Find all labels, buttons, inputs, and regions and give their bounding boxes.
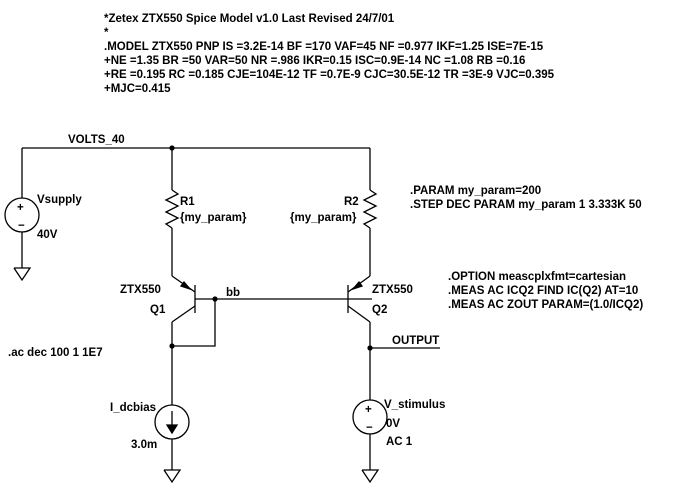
transistor-q2[interactable]: ZTX550 Q2 — [347, 275, 413, 400]
transistor-q1[interactable]: ZTX550 Q1 bb — [120, 275, 372, 349]
vsupply-value: 40V — [37, 229, 58, 241]
model-comment-blank: * — [104, 27, 109, 39]
ground-icon — [163, 469, 182, 484]
net-label-output: OUTPUT — [392, 335, 439, 347]
plus-sign-icon: + — [17, 202, 24, 214]
vstimulus-name: V_stimulus — [384, 399, 445, 411]
minus-sign-icon: − — [366, 422, 373, 434]
idcbias-name: I_dcbias — [110, 402, 156, 414]
minus-sign-icon: − — [18, 220, 25, 232]
vstimulus-value: 0V — [386, 418, 400, 430]
ground-icon — [13, 267, 32, 282]
model-comment-title: *Zetex ZTX550 Spice Model v1.0 Last Revi… — [104, 13, 395, 25]
net-label-volts40: VOLTS_40 — [68, 134, 125, 146]
q2-model: ZTX550 — [372, 284, 413, 296]
r1-name: R1 — [180, 196, 195, 208]
current-source-idcbias[interactable]: I_dcbias 3.0m — [110, 346, 190, 470]
vstimulus-ac: AC 1 — [386, 436, 413, 448]
idcbias-value: 3.0m — [131, 439, 157, 451]
q2-name: Q2 — [372, 304, 387, 316]
net-label-bb: bb — [226, 287, 240, 299]
resistor-r1[interactable]: R1 {my_param} — [164, 148, 247, 276]
model-line-2: +NE =1.35 BR =50 VAR=50 NR =.986 IKR=0.1… — [104, 55, 525, 67]
vstimulus-source[interactable]: + − V_stimulus 0V AC 1 — [352, 399, 445, 470]
directive-param: .PARAM my_param=200 — [410, 185, 541, 197]
directive-meas-zout: .MEAS AC ZOUT PARAM=(1.0/ICQ2) — [448, 299, 643, 311]
model-line-1: .MODEL ZTX550 PNP IS =3.2E-14 BF =170 VA… — [104, 41, 544, 53]
resistor-r2[interactable]: R2 {my_param} — [290, 148, 378, 276]
supply-rail[interactable]: VOLTS_40 — [22, 134, 370, 151]
directive-ac: .ac dec 100 1 1E7 — [8, 347, 103, 359]
directive-meas-icq2: .MEAS AC ICQ2 FIND IC(Q2) AT=10 — [448, 285, 638, 297]
plus-sign-icon: + — [365, 404, 372, 416]
model-line-4: +MJC=0.415 — [104, 83, 171, 95]
q1-name: Q1 — [150, 304, 166, 316]
r2-value: {my_param} — [290, 212, 357, 224]
r2-name: R2 — [344, 196, 359, 208]
spice-directives[interactable]: .PARAM my_param=200 .STEP DEC PARAM my_p… — [8, 185, 643, 359]
vsupply-source[interactable]: + − Vsupply 40V — [4, 148, 82, 268]
r1-value: {my_param} — [180, 212, 247, 224]
vsupply-name: Vsupply — [37, 194, 82, 206]
directive-option: .OPTION meascplxfmt=cartesian — [448, 271, 626, 283]
spice-model-text: *Zetex ZTX550 Spice Model v1.0 Last Revi… — [104, 13, 555, 95]
output-net[interactable]: OUTPUT — [367, 335, 440, 351]
model-line-3: +RE =0.195 RC =0.185 CJE=104E-12 TF =0.7… — [104, 69, 555, 81]
directive-step: .STEP DEC PARAM my_param 1 3.333K 50 — [410, 199, 642, 211]
q1-model: ZTX550 — [120, 284, 161, 296]
ground-icon — [361, 469, 380, 484]
